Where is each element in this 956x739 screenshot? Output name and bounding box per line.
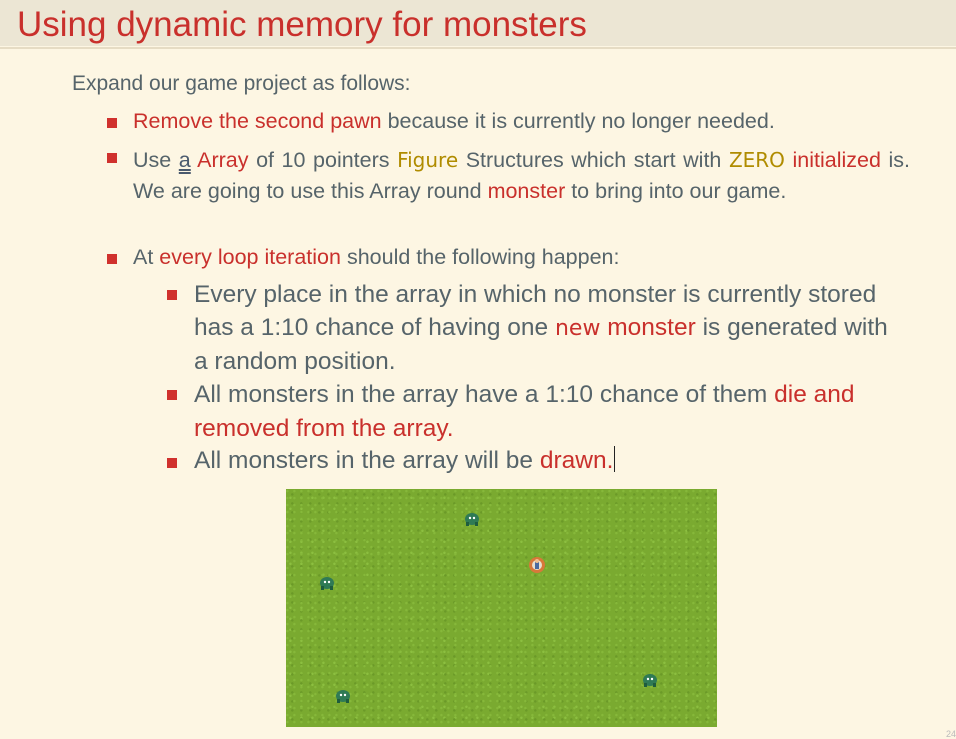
sub-bullet-die: All monsters in the array have a 1:10 ch… [194,381,855,442]
intro-text: Expand our game project as follows: [72,72,411,95]
monster-icon [336,690,350,703]
text-cursor [614,446,616,472]
game-screenshot [286,489,717,727]
hero-pawn-icon [529,557,545,573]
monster-icon [320,577,334,590]
sub-bullet-new-monster: Every place in the array in which no mon… [194,281,888,375]
link-a[interactable]: a [178,148,191,172]
sub-bullet-icon [167,390,177,400]
sub-bullet-icon [167,290,177,300]
monster-icon [643,674,657,687]
sub-bullet-icon [167,458,177,468]
highlight-remove-pawn: Remove the second pawn [133,109,382,133]
bullet-icon [107,254,117,264]
page-number: 24 [945,729,956,739]
code-zero: ZERO [728,148,785,172]
bullet-icon [107,118,117,128]
sub-bullet-drawn: All monsters in the array will be drawn. [194,446,616,474]
bullet-use-array: Use a Array of 10 pointers Figure Struct… [133,148,910,203]
monster-icon [465,513,479,526]
title-separator [0,47,956,49]
bullet-loop-iteration: At every loop iteration should the follo… [133,245,620,269]
bullet-remove-pawn: Remove the second pawn because it is cur… [133,109,775,133]
slide-title: Using dynamic memory for monsters [17,5,587,44]
bullet-icon [107,153,117,163]
code-figure: Figure [397,148,459,172]
title-bar: Using dynamic memory for monsters [0,0,956,49]
